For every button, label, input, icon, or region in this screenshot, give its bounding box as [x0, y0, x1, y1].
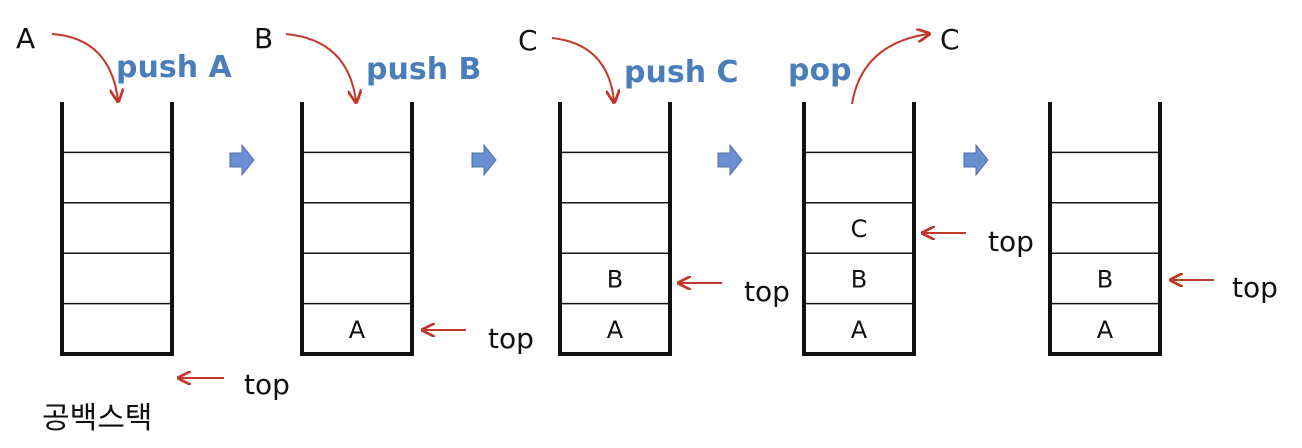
stack-frame [300, 102, 414, 356]
top-label-empty: top [244, 368, 290, 401]
stack-2: A [300, 102, 414, 356]
stack-frame [802, 102, 916, 356]
stack-cell-value: A [851, 316, 868, 344]
step-arrow [471, 143, 497, 177]
stack-3: AB [558, 102, 672, 356]
push-arrow-a [51, 33, 118, 100]
stack-4: ABC [802, 102, 916, 356]
operation-push-b: push B [366, 52, 481, 87]
stack-frame [1048, 102, 1162, 356]
step-arrow [717, 143, 743, 177]
step-arrow [229, 143, 255, 177]
stack-5: AB [1048, 102, 1162, 356]
element-label-c: C [518, 24, 538, 57]
stack-cell-value: A [349, 316, 366, 344]
stack-cell-value: A [1097, 316, 1114, 344]
element-label-b: B [254, 22, 273, 55]
operation-push-c: push C [624, 55, 739, 90]
stack-cell-value: B [607, 265, 623, 293]
stack-cell-value: C [851, 215, 868, 243]
top-label-stage-b: top [488, 322, 534, 355]
element-label-a: A [16, 22, 35, 55]
operation-pop: pop [788, 53, 852, 88]
empty-stack-caption: 공백스택 [42, 401, 152, 436]
top-label-stage-c: top [744, 275, 790, 308]
step-arrow [963, 143, 989, 177]
stack-cell-value: A [607, 316, 624, 344]
step-arrows [229, 143, 989, 177]
top-label-stage-final: top [1232, 271, 1278, 304]
operation-push-a: push A [116, 50, 232, 85]
stack-frame [558, 102, 672, 356]
push-arrow-c [551, 37, 614, 101]
stack-frame [60, 102, 174, 356]
top-label-stage-pop: top [988, 225, 1034, 258]
stack-cell-value: B [1097, 265, 1113, 293]
pop-arrow [851, 34, 928, 105]
stack-cell-value: B [851, 265, 867, 293]
push-arrow-b [285, 33, 356, 101]
stack-1 [60, 102, 174, 356]
popped-element-label: C [940, 23, 960, 56]
